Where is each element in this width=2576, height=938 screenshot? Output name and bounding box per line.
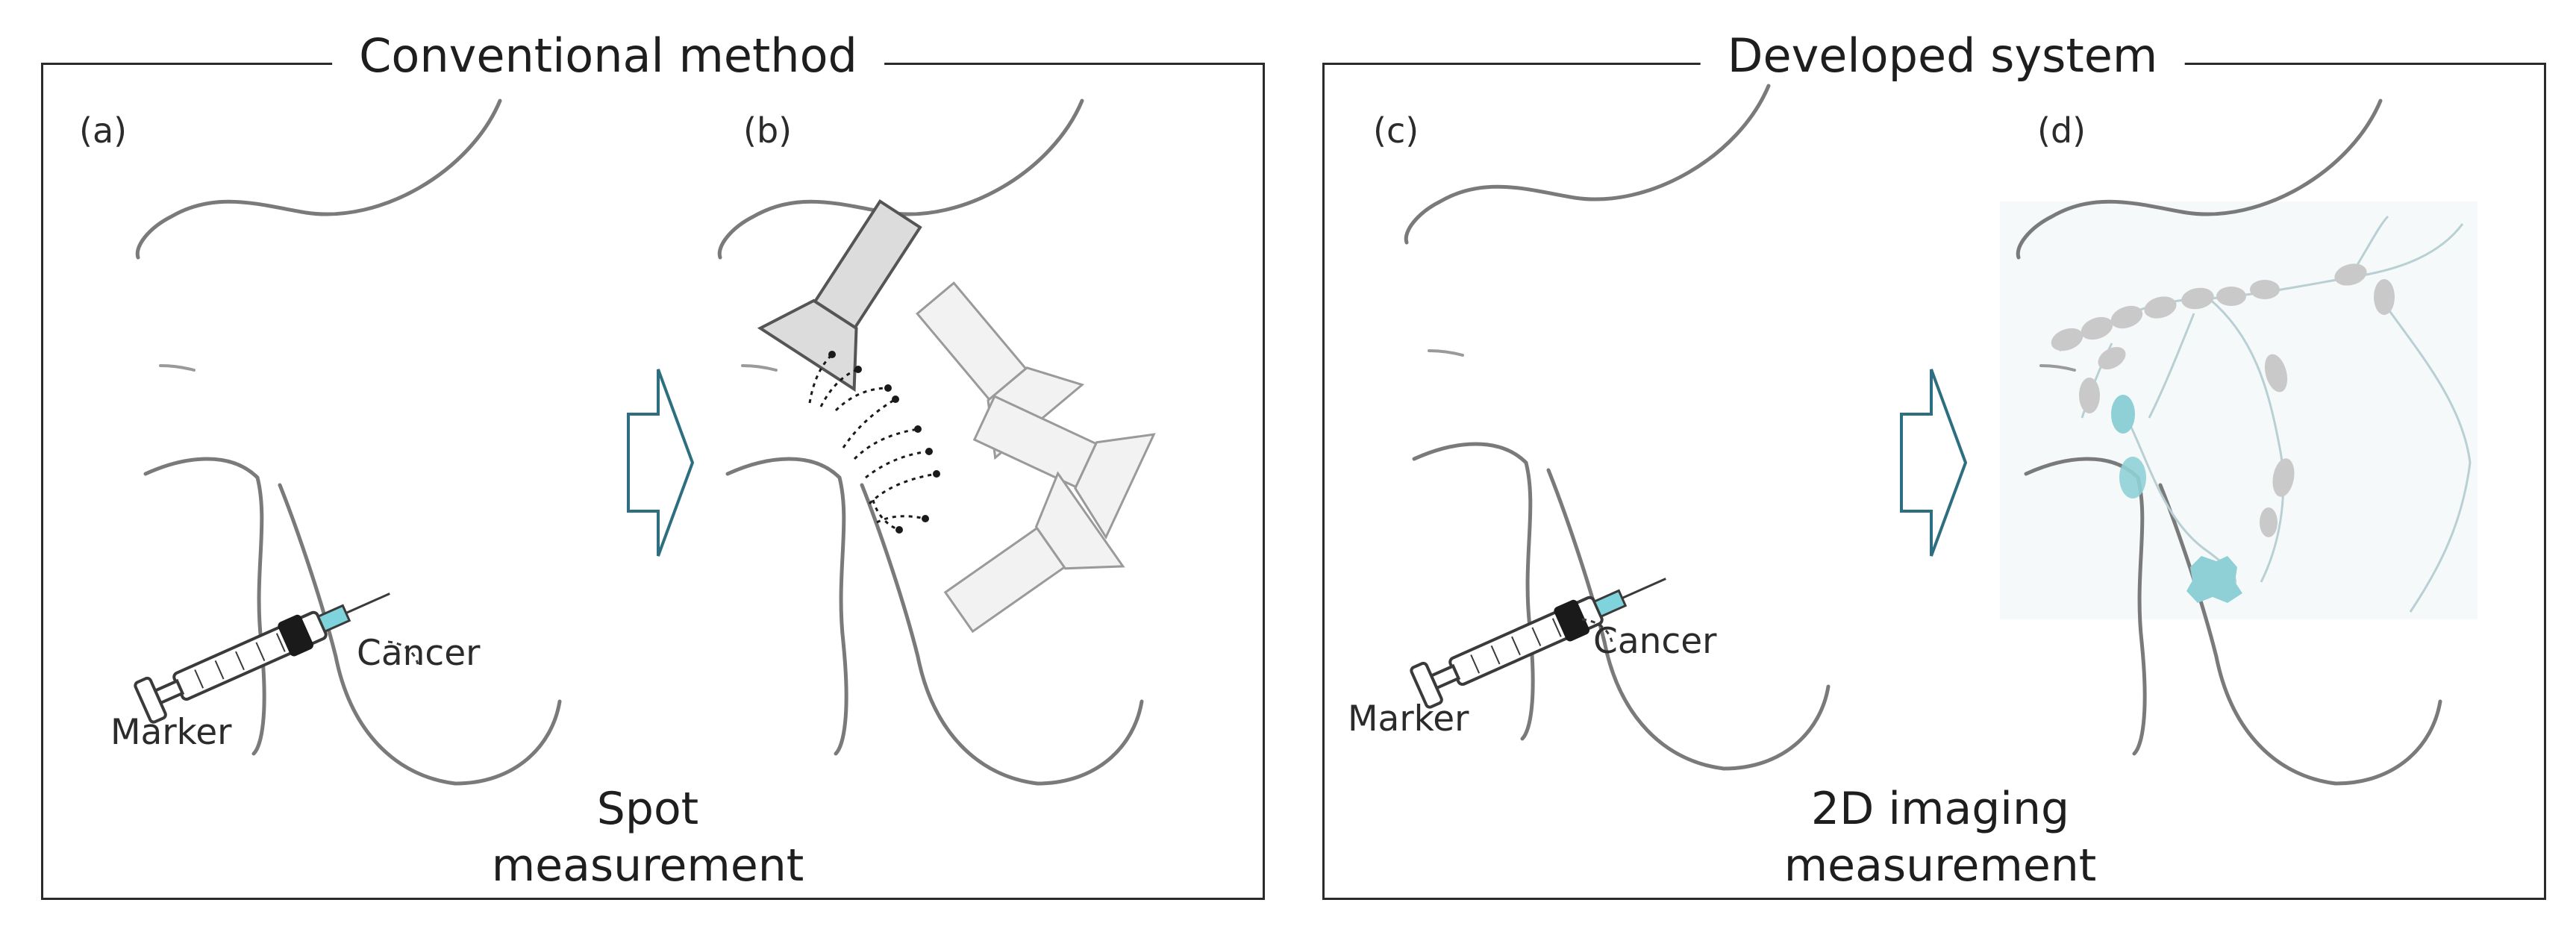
subpanel-c-drawing <box>1406 86 1828 769</box>
cancer-label: Cancer <box>357 633 481 674</box>
subpanel-b-label: (b) <box>743 110 793 151</box>
right-arrow-icon <box>1900 369 1968 557</box>
probe-icon <box>757 199 922 393</box>
subpanel-d-label: (d) <box>2037 110 2086 151</box>
probe-icon <box>972 395 1156 540</box>
developed-system-title: Developed system <box>1700 33 2185 79</box>
marker-label: Marker <box>110 712 232 753</box>
spot-measurement-caption: Spot measurement <box>492 781 804 894</box>
subpanel-c-label: (c) <box>1373 110 1419 151</box>
caption-line-1: 2D imaging <box>1810 783 2070 835</box>
cancer-label: Cancer <box>1593 621 1717 662</box>
subpanel-d-drawing <box>2000 101 2477 784</box>
marker-label: Marker <box>1348 698 1469 740</box>
caption-line-2: measurement <box>491 839 804 892</box>
conventional-method-title: Conventional method <box>332 33 884 79</box>
2d-imaging-measurement-caption: 2D imaging measurement <box>1784 781 2097 894</box>
right-arrow-icon <box>627 369 695 557</box>
subpanel-b-drawing <box>719 101 1156 784</box>
subpanel-a-label: (a) <box>79 110 128 151</box>
caption-line-2: measurement <box>1783 839 2097 892</box>
probe-icon <box>943 471 1125 634</box>
subpanel-a-drawing <box>132 101 560 784</box>
caption-line-1: Spot <box>596 783 699 835</box>
